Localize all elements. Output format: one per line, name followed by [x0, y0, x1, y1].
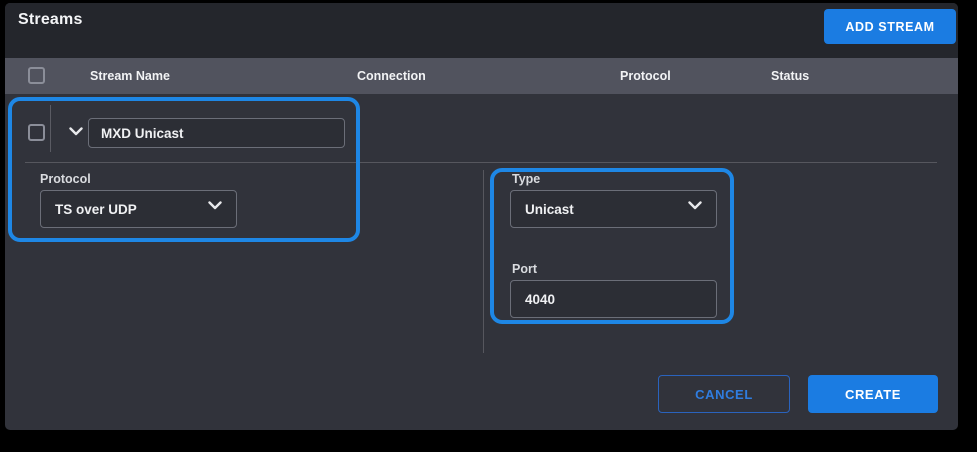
port-label: Port: [512, 262, 537, 276]
row-checkbox[interactable]: [28, 124, 45, 141]
add-stream-button[interactable]: ADD STREAM: [824, 9, 956, 44]
stream-name-input[interactable]: [88, 118, 345, 148]
column-header-connection: Connection: [357, 69, 426, 83]
page-title: Streams: [18, 11, 83, 28]
type-value: Unicast: [525, 201, 574, 217]
chevron-down-icon: [688, 201, 702, 210]
port-input[interactable]: 4040: [510, 280, 717, 318]
protocol-label: Protocol: [40, 172, 91, 186]
type-label: Type: [512, 172, 541, 186]
column-header-status: Status: [771, 69, 810, 83]
stream-row: [5, 94, 958, 163]
create-button[interactable]: CREATE: [808, 375, 938, 413]
protocol-dropdown[interactable]: TS over UDP: [40, 190, 237, 228]
form-column-divider: [483, 170, 484, 353]
column-header-stream-name: Stream Name: [90, 69, 170, 83]
port-value: 4040: [525, 291, 556, 307]
row-bottom-divider: [25, 162, 937, 163]
chevron-down-icon: [208, 201, 222, 210]
cancel-button[interactable]: CANCEL: [658, 375, 790, 413]
select-all-checkbox[interactable]: [28, 67, 45, 84]
type-dropdown[interactable]: Unicast: [510, 190, 717, 228]
chevron-down-icon[interactable]: [67, 122, 85, 140]
row-separator: [50, 105, 51, 152]
table-header: Stream Name Connection Protocol Status: [5, 58, 958, 94]
column-header-protocol: Protocol: [620, 69, 671, 83]
top-bar: Streams ADD STREAM: [5, 3, 958, 58]
protocol-value: TS over UDP: [55, 201, 137, 217]
